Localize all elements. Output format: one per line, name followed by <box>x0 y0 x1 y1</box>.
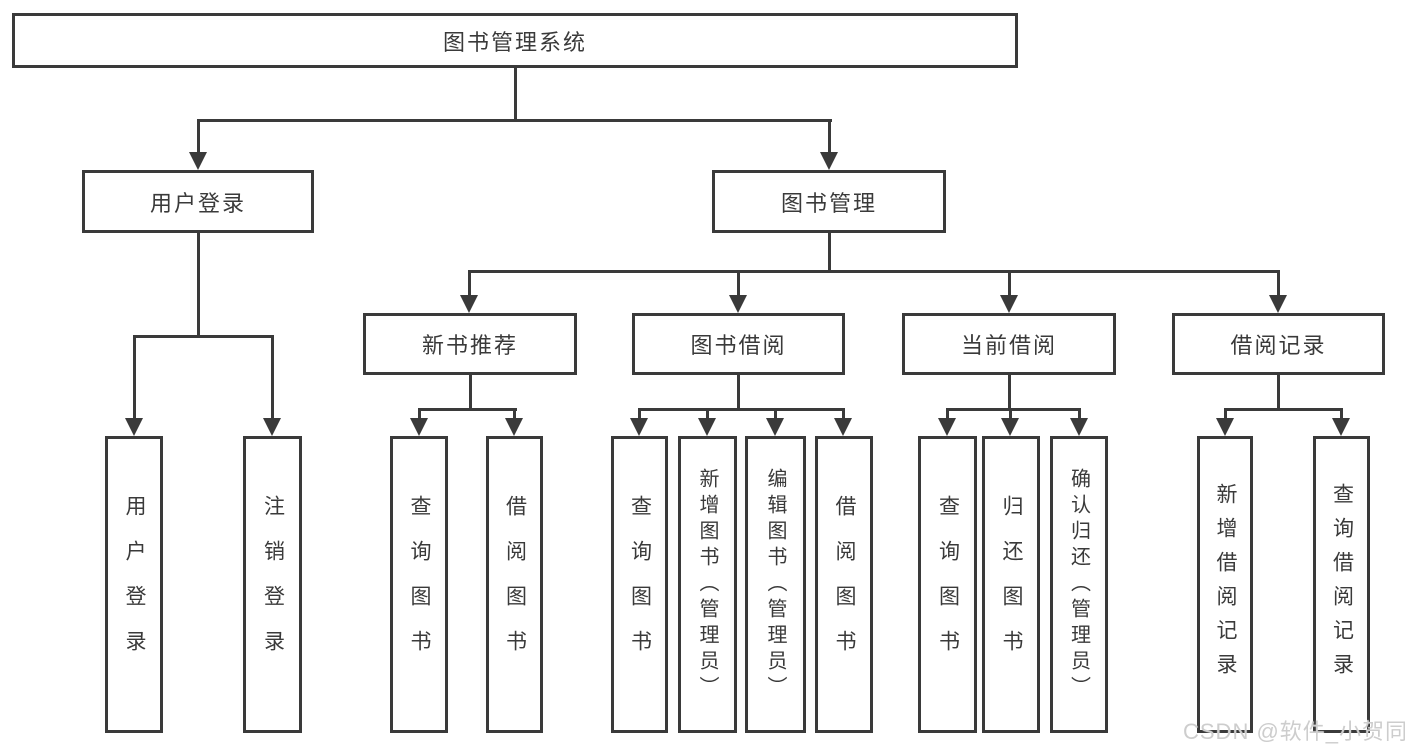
connector-line <box>1224 408 1227 420</box>
node-label: 图书借阅 <box>690 333 787 358</box>
node-user-login: 用户登录 <box>82 170 314 233</box>
arrowhead <box>1000 295 1018 313</box>
connector-line <box>1009 408 1012 420</box>
leaf-user-login: 用户登录 <box>105 436 163 733</box>
arrowhead <box>698 418 716 436</box>
connector-line <box>842 408 845 420</box>
connector-line <box>946 408 949 420</box>
node-book-management: 图书管理 <box>712 170 946 233</box>
connector-line <box>1277 375 1280 410</box>
connector-line <box>828 233 831 272</box>
connector-line <box>469 375 472 410</box>
connector-line <box>737 270 740 297</box>
leaf-label: 查询图书 <box>408 494 431 675</box>
connector-line <box>737 375 740 410</box>
connector-line <box>418 408 517 411</box>
connector-line <box>828 119 831 155</box>
connector-line <box>1008 375 1011 410</box>
leaf-borrow-books-recommend: 借阅图书 <box>486 436 543 733</box>
leaf-label: 用户登录 <box>123 494 146 675</box>
connector-line <box>271 335 274 420</box>
leaf-label: 新增图书（管理员） <box>696 467 718 702</box>
connector-line <box>133 335 274 338</box>
connector-line <box>1277 270 1280 297</box>
leaf-add-borrowing-record: 新增借阅记录 <box>1197 436 1253 733</box>
node-new-book-recommendation: 新书推荐 <box>363 313 577 375</box>
node-label: 图书管理系统 <box>442 29 587 55</box>
leaf-label: 借阅图书 <box>503 494 527 675</box>
connector-line <box>946 408 1081 411</box>
arrowhead <box>460 295 478 313</box>
node-current-borrowing: 当前借阅 <box>902 313 1116 375</box>
arrowhead <box>729 295 747 313</box>
arrowhead <box>834 418 852 436</box>
leaf-edit-books-admin: 编辑图书（管理员） <box>745 436 806 733</box>
connector-line <box>468 270 471 297</box>
leaf-logout: 注销登录 <box>243 436 302 733</box>
connector-line <box>514 68 517 121</box>
connector-line <box>1224 408 1343 411</box>
connector-line <box>1340 408 1343 420</box>
connector-line <box>133 335 136 420</box>
connector-line <box>468 270 1280 273</box>
arrowhead <box>1269 295 1287 313</box>
leaf-label: 查询图书 <box>936 494 960 675</box>
node-label: 当前借阅 <box>960 333 1057 358</box>
connector-line <box>197 119 200 155</box>
arrowhead <box>820 152 838 170</box>
connector-line <box>774 408 777 420</box>
arrowhead <box>766 418 784 436</box>
node-label: 借阅记录 <box>1230 333 1327 358</box>
leaf-label: 借阅图书 <box>833 494 856 675</box>
connector-line <box>1078 408 1081 420</box>
leaf-query-books-borrowing: 查询图书 <box>611 436 668 733</box>
connector-line <box>418 408 421 420</box>
leaf-add-books-admin: 新增图书（管理员） <box>678 436 737 733</box>
leaf-label: 查询借阅记录 <box>1330 482 1354 687</box>
arrowhead <box>630 418 648 436</box>
connector-line <box>638 408 845 411</box>
arrowhead <box>263 418 281 436</box>
arrowhead <box>505 418 523 436</box>
leaf-label: 查询图书 <box>628 494 652 675</box>
arrowhead <box>189 152 207 170</box>
node-library-management-system: 图书管理系统 <box>12 13 1018 68</box>
arrowhead <box>1332 418 1350 436</box>
node-label: 用户登录 <box>149 190 246 216</box>
leaf-label: 新增借阅记录 <box>1214 482 1237 687</box>
connector-line <box>638 408 641 420</box>
leaf-query-books-recommend: 查询图书 <box>390 436 448 733</box>
leaf-label: 编辑图书（管理员） <box>764 467 786 702</box>
leaf-label: 确认归还（管理员） <box>1067 467 1090 702</box>
arrowhead <box>1216 418 1234 436</box>
node-book-borrowing: 图书借阅 <box>632 313 845 375</box>
leaf-label: 归还图书 <box>1000 494 1023 675</box>
leaf-query-borrowing-record: 查询借阅记录 <box>1313 436 1370 733</box>
connector-line <box>197 233 200 337</box>
leaf-label: 注销登录 <box>261 494 285 675</box>
connector-line <box>513 408 516 420</box>
node-label: 新书推荐 <box>421 333 518 358</box>
arrowhead <box>938 418 956 436</box>
node-borrowing-records: 借阅记录 <box>1172 313 1385 375</box>
connector-line <box>197 119 832 122</box>
arrowhead <box>1001 418 1019 436</box>
leaf-borrow-books: 借阅图书 <box>815 436 873 733</box>
leaf-query-books-current: 查询图书 <box>918 436 977 733</box>
leaf-return-books: 归还图书 <box>982 436 1040 733</box>
connector-line <box>706 408 709 420</box>
arrowhead <box>1070 418 1088 436</box>
leaf-confirm-return-admin: 确认归还（管理员） <box>1050 436 1108 733</box>
connector-line <box>1008 270 1011 297</box>
arrowhead <box>410 418 428 436</box>
csdn-watermark: CSDN @软件_小贺同学 <box>1183 719 1405 744</box>
node-label: 图书管理 <box>780 190 877 216</box>
arrowhead <box>125 418 143 436</box>
